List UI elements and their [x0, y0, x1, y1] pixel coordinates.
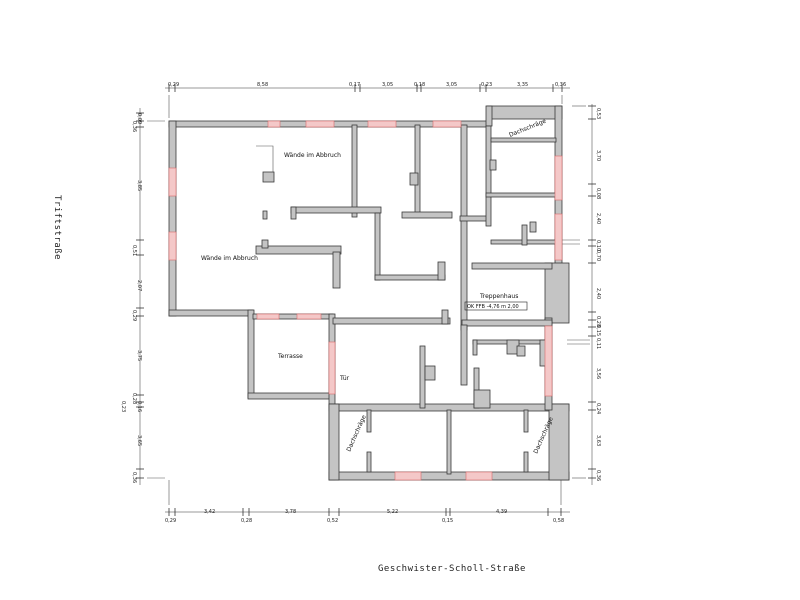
dim-top-4: 3,05 [382, 82, 393, 88]
dim-left-6: 0,29 [131, 310, 137, 321]
label-walls-demolition-left: Wände im Abbruch [201, 255, 258, 262]
dim-left-8: 0,28 [131, 393, 137, 404]
dim-bottom-8: 4,39 [496, 509, 507, 515]
dim-top-7: 0,23 [481, 82, 492, 88]
dim-right-11: 3,56 [595, 368, 601, 379]
dim-left-2: 0,36 [131, 121, 137, 132]
dim-top-2: 8,58 [257, 82, 268, 88]
dim-bottom-4: 3,78 [285, 509, 296, 515]
dim-right-3: 0,08 [595, 188, 601, 199]
thin-lines [256, 145, 590, 345]
dim-right-8: 0,28 [595, 316, 601, 327]
dim-top-6: 3,05 [446, 82, 457, 88]
dim-right-1: 0,53 [595, 108, 601, 119]
dim-bottom-1: 0,29 [165, 518, 176, 524]
dim-right-2: 3,70 [595, 150, 601, 161]
dim-left-9: 0,16 [136, 401, 142, 412]
dim-right-10: 0,11 [595, 338, 601, 349]
dim-right-12: 0,24 [595, 403, 601, 414]
dim-bottom-9: 0,58 [553, 518, 564, 524]
dim-bottom-6: 5,22 [387, 509, 398, 515]
dim-left-10: 0,23 [120, 401, 126, 412]
stairwell-note-box [464, 301, 528, 311]
dim-right-14: 0,36 [595, 470, 601, 481]
dim-left-4: 0,51 [131, 245, 137, 256]
dim-right-4: 2,40 [595, 213, 601, 224]
street-name-west: Triftstraße [52, 195, 62, 261]
dim-top-1: 0,29 [168, 82, 179, 88]
label-slope-top-right: Dachschräge [508, 118, 547, 139]
label-walls-demolition-top: Wände im Abbruch [284, 152, 341, 159]
dim-right-7: 2,40 [595, 288, 601, 299]
dim-right-9: 0,15 [595, 325, 601, 336]
dim-top-9: 0,36 [555, 82, 566, 88]
dim-left-12: 0,36 [131, 472, 137, 483]
street-name-south: Geschwister-Scholl-Straße [378, 564, 526, 574]
dim-top-8: 3,35 [517, 82, 528, 88]
label-terrace: Terrasse [277, 353, 303, 360]
dim-bottom-7: 0,15 [442, 518, 453, 524]
label-door: Tür [339, 375, 350, 382]
dim-left-1: 0,09 [136, 113, 142, 124]
dimension-labels: 0,29 8,58 0,17 3,05 0,18 3,05 0,23 3,35 … [120, 82, 601, 524]
dim-left-3: 3,85 [136, 180, 142, 191]
dim-bottom-5: 0,52 [327, 518, 338, 524]
dim-top-3: 0,17 [349, 82, 360, 88]
dim-bottom-2: 3,42 [204, 509, 215, 515]
dim-left-11: 3,65 [136, 435, 142, 446]
dim-left-7: 3,75 [136, 350, 142, 361]
label-stairwell-note: OK FFB -4,76 m 2,00 [467, 304, 519, 310]
dimension-lines [136, 84, 596, 516]
windows [168, 120, 563, 481]
dim-right-13: 3,63 [595, 435, 601, 446]
dim-right-5: 0,10 [595, 240, 601, 251]
dim-bottom-3: 0,28 [241, 518, 252, 524]
label-slope-bottom-left: Dachschräge [345, 414, 367, 453]
dim-right-6: 0,70 [595, 250, 601, 261]
label-stairwell: Treppenhaus [479, 293, 518, 300]
dim-top-5: 0,18 [414, 82, 425, 88]
dim-left-5: 2,07 [136, 280, 142, 291]
